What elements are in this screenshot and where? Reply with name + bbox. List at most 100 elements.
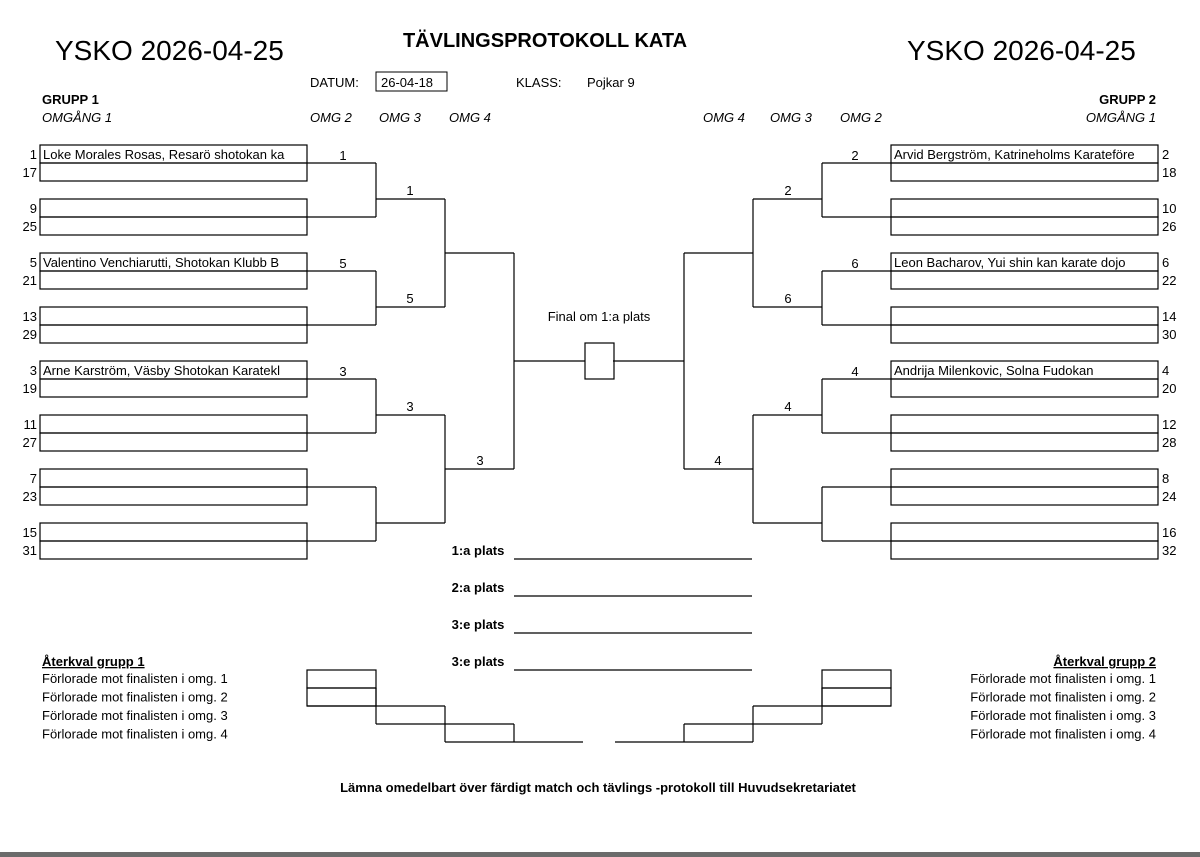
- competitor-slot[interactable]: [39, 198, 308, 218]
- competitor-slot[interactable]: [890, 540, 1159, 560]
- seed-number: 8: [1162, 471, 1169, 486]
- placement-label: 1:a plats: [452, 543, 505, 558]
- seed-number: 21: [23, 273, 37, 288]
- competitor-name: Andrija Milenkovic, Solna Fudokan: [894, 363, 1093, 378]
- repechage-right-item: Förlorade mot finalisten i omg. 3: [970, 708, 1156, 723]
- omg3-winner: 6: [784, 291, 791, 306]
- repechage-left-item: Förlorade mot finalisten i omg. 4: [42, 727, 228, 742]
- event-title-left: YSKO 2026-04-25: [55, 35, 284, 66]
- competitor-slot[interactable]: [890, 216, 1159, 236]
- competitor-slot[interactable]: [39, 306, 308, 326]
- competitor-slot[interactable]: [890, 414, 1159, 434]
- footer-note: Lämna omedelbart över färdigt match och …: [340, 780, 856, 795]
- omg2-winner: 6: [851, 256, 858, 271]
- omg2-winner: 2: [851, 148, 858, 163]
- competitor-slot[interactable]: [890, 162, 1159, 182]
- competitor-slot[interactable]: [890, 432, 1159, 452]
- repechage-left-title: Återkval grupp 1: [42, 654, 145, 669]
- omg4-winner: 3: [476, 453, 483, 468]
- placement-label: 3:e plats: [452, 654, 505, 669]
- seed-number: 18: [1162, 165, 1176, 180]
- competitor-slot[interactable]: [890, 198, 1159, 218]
- competitor-slot[interactable]: [39, 522, 308, 542]
- seed-number: 17: [23, 165, 37, 180]
- omg3-winner: 5: [406, 291, 413, 306]
- placement-label: 3:e plats: [452, 617, 505, 632]
- seed-number: 4: [1162, 363, 1169, 378]
- repechage-right-item: Förlorade mot finalisten i omg. 4: [970, 727, 1156, 742]
- repechage-slot[interactable]: [306, 669, 377, 689]
- competitor-slot[interactable]: [39, 270, 308, 290]
- seed-number: 9: [30, 201, 37, 216]
- competitor-slot[interactable]: [39, 486, 308, 506]
- omg2-winner: 4: [851, 364, 858, 379]
- omg2-winner: 3: [339, 364, 346, 379]
- group1-omg2: OMG 2: [310, 110, 353, 125]
- klass-value: Pojkar 9: [587, 75, 635, 90]
- seed-number: 6: [1162, 255, 1169, 270]
- datum-label: DATUM:: [310, 75, 359, 90]
- group1-omg3: OMG 3: [379, 110, 422, 125]
- seed-number: 14: [1162, 309, 1176, 324]
- omg3-winner: 3: [406, 399, 413, 414]
- seed-number: 30: [1162, 327, 1176, 342]
- seed-number: 2: [1162, 147, 1169, 162]
- seed-number: 16: [1162, 525, 1176, 540]
- competitor-slot[interactable]: [39, 540, 308, 560]
- repechage-slot[interactable]: [306, 687, 377, 707]
- seed-number: 15: [23, 525, 37, 540]
- repechage-left-item: Förlorade mot finalisten i omg. 1: [42, 671, 228, 686]
- competitor-slot[interactable]: [890, 324, 1159, 344]
- competitor-slot[interactable]: [890, 270, 1159, 290]
- omg3-winner: 2: [784, 183, 791, 198]
- repechage-slot[interactable]: [821, 687, 892, 707]
- seed-number: 31: [23, 543, 37, 558]
- group2-omg3: OMG 3: [770, 110, 813, 125]
- competitor-slot[interactable]: [890, 522, 1159, 542]
- seed-number: 23: [23, 489, 37, 504]
- omg3-winner: 4: [784, 399, 791, 414]
- seed-number: 26: [1162, 219, 1176, 234]
- group1-omg4: OMG 4: [449, 110, 491, 125]
- seed-number: 29: [23, 327, 37, 342]
- group2-round1: OMGÅNG 1: [1086, 110, 1156, 125]
- group2-omg2: OMG 2: [840, 110, 883, 125]
- repechage-right-item: Förlorade mot finalisten i omg. 1: [970, 671, 1156, 686]
- competitor-slot[interactable]: [890, 468, 1159, 488]
- group2-title: GRUPP 2: [1099, 92, 1156, 107]
- repechage-right-title: Återkval grupp 2: [1053, 654, 1156, 669]
- competitor-slot[interactable]: [39, 468, 308, 488]
- competitor-name: Arne Karström, Väsby Shotokan Karatekl: [43, 363, 280, 378]
- datum-box: [375, 71, 448, 92]
- seed-number: 22: [1162, 273, 1176, 288]
- placement-label: 2:a plats: [452, 580, 505, 595]
- repechage-slot[interactable]: [821, 669, 892, 689]
- competitor-slot[interactable]: [39, 324, 308, 344]
- competitor-slot[interactable]: [39, 378, 308, 398]
- final-winner-box[interactable]: [584, 342, 615, 380]
- omg2-winner: 5: [339, 256, 346, 271]
- competitor-slot[interactable]: [39, 162, 308, 182]
- competitor-slot[interactable]: [39, 432, 308, 452]
- seed-number: 3: [30, 363, 37, 378]
- seed-number: 5: [30, 255, 37, 270]
- bottom-bar: [0, 852, 1200, 857]
- competitor-slot[interactable]: [890, 378, 1159, 398]
- seed-number: 1: [30, 147, 37, 162]
- repechage-right-item: Förlorade mot finalisten i omg. 2: [970, 690, 1156, 705]
- competitor-slot[interactable]: [890, 486, 1159, 506]
- competitor-slot[interactable]: [39, 216, 308, 236]
- seed-number: 10: [1162, 201, 1176, 216]
- event-title-right: YSKO 2026-04-25: [907, 35, 1136, 66]
- competitor-slot[interactable]: [39, 414, 308, 434]
- seed-number: 12: [1162, 417, 1176, 432]
- competitor-name: Leon Bacharov, Yui shin kan karate dojo: [894, 255, 1126, 270]
- seed-number: 24: [1162, 489, 1176, 504]
- seed-number: 11: [24, 417, 38, 432]
- group2-omg4: OMG 4: [703, 110, 745, 125]
- competitor-slot[interactable]: [890, 306, 1159, 326]
- omg4-winner: 4: [714, 453, 721, 468]
- seed-number: 28: [1162, 435, 1176, 450]
- competitor-name: Arvid Bergström, Katrineholms Karateföre: [894, 147, 1135, 162]
- klass-label: KLASS:: [516, 75, 562, 90]
